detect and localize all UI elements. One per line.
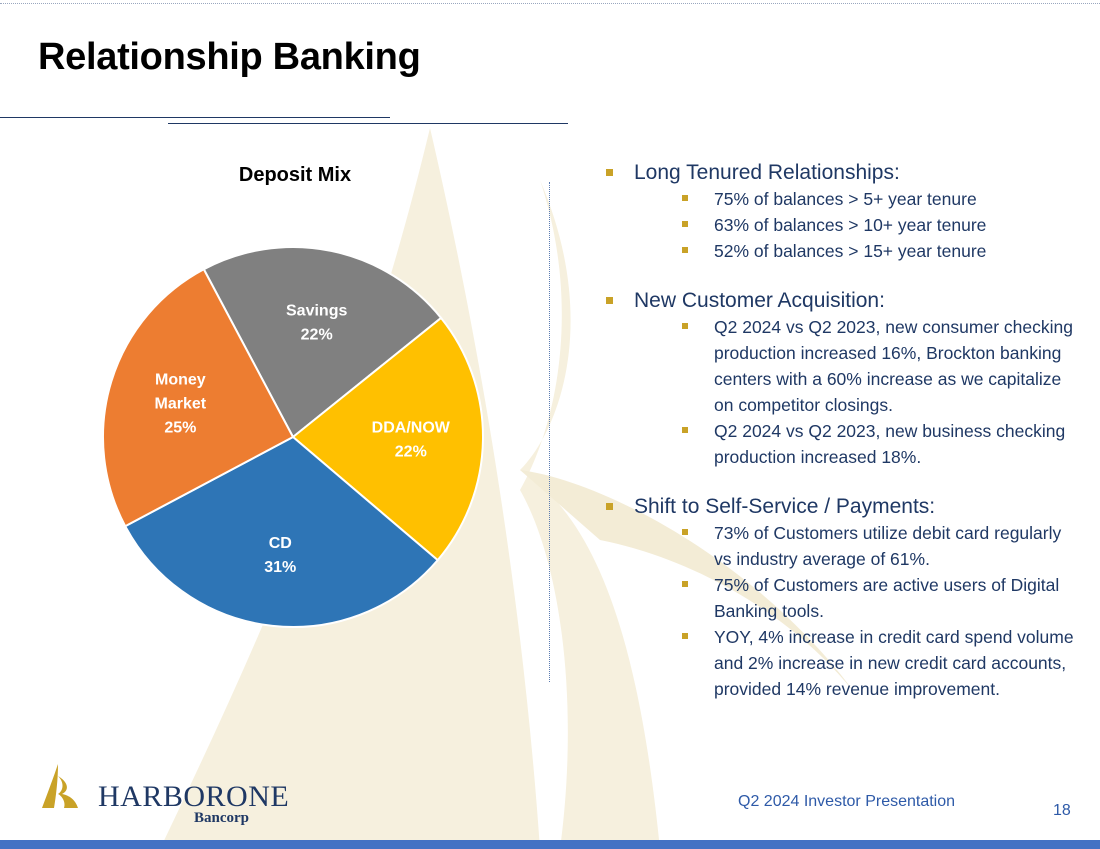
bottom-accent-bar bbox=[0, 840, 1100, 849]
sub-bullet: 75% of Customers are active users of Dig… bbox=[634, 572, 1074, 624]
pie-label-money-market: 25% bbox=[164, 420, 196, 437]
logo-subtitle: Bancorp bbox=[194, 810, 250, 826]
bullet-tenured-relationships: Long Tenured Relationships: 75% of balan… bbox=[604, 160, 1074, 264]
pie-label-dda-now: DDA/NOW bbox=[372, 420, 451, 437]
sub-bullet: Q2 2024 vs Q2 2023, new consumer checkin… bbox=[634, 314, 1074, 418]
top-dotted-border bbox=[0, 3, 1100, 4]
pie-label-cd: 31% bbox=[264, 559, 296, 576]
sub-bullet: Q2 2024 vs Q2 2023, new business checkin… bbox=[634, 418, 1074, 470]
pie-slice-cd bbox=[123, 435, 440, 628]
chart-title: Deposit Mix bbox=[238, 164, 352, 186]
sub-bullet: 63% of balances > 10+ year tenure bbox=[634, 212, 1074, 238]
pie-label-savings: Savings bbox=[286, 303, 347, 320]
logo-wordmark: HARBORONE bbox=[98, 780, 290, 813]
pie-label-money-market: Market bbox=[155, 396, 207, 413]
pie-label-cd: CD bbox=[269, 535, 292, 552]
column-divider bbox=[549, 182, 550, 682]
pie-label-money-market: Money bbox=[155, 372, 206, 389]
page-title: Relationship Banking bbox=[38, 36, 421, 78]
title-underline-top bbox=[0, 117, 390, 118]
sub-bullet: YOY, 4% increase in credit card spend vo… bbox=[634, 624, 1074, 702]
pie-label-dda-now: 22% bbox=[395, 444, 427, 461]
sail-logo-icon bbox=[42, 764, 78, 808]
page-number: 18 bbox=[1053, 802, 1071, 819]
sub-bullet: 75% of balances > 5+ year tenure bbox=[634, 186, 1074, 212]
sub-bullet: 73% of Customers utilize debit card regu… bbox=[634, 520, 1074, 572]
footer-presentation-name: Q2 2024 Investor Presentation bbox=[738, 793, 956, 810]
pie-slice-money-market bbox=[102, 267, 295, 528]
pie-slice-savings bbox=[202, 246, 443, 439]
pie-label-savings: 22% bbox=[301, 327, 333, 344]
sub-bullet: 52% of balances > 15+ year tenure bbox=[634, 238, 1074, 264]
harborone-logo: HARBORONE Bancorp bbox=[28, 760, 290, 830]
bullet-self-service: Shift to Self-Service / Payments: 73% of… bbox=[604, 494, 1074, 702]
title-underline-bottom bbox=[168, 123, 568, 124]
pie-slice-dda-now bbox=[291, 316, 484, 562]
bullet-customer-acquisition: New Customer Acquisition: Q2 2024 vs Q2 … bbox=[604, 288, 1074, 470]
bullet-list: Long Tenured Relationships: 75% of balan… bbox=[604, 160, 1074, 726]
